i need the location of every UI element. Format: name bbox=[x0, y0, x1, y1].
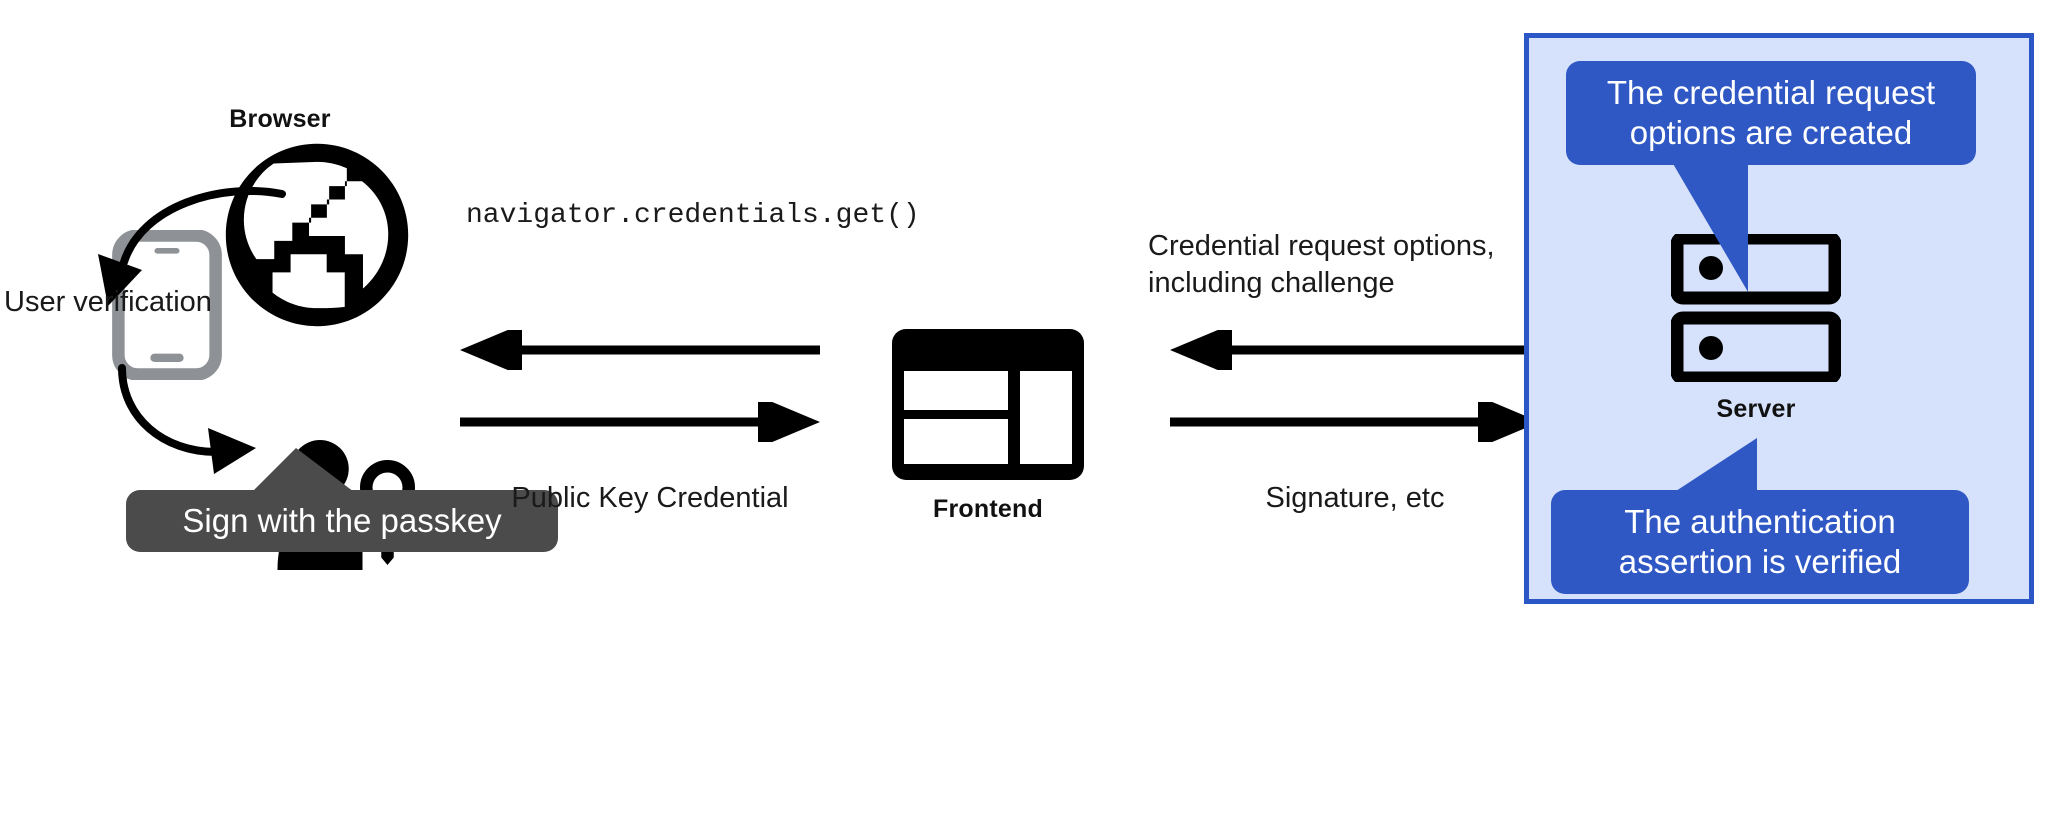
arrow-frontend-to-server bbox=[1170, 396, 1540, 448]
flow-label-signature-etc: Signature, etc bbox=[1265, 482, 1445, 514]
server-label: Server bbox=[1716, 395, 1796, 423]
globe-icon bbox=[222, 140, 412, 330]
arrow-phone-to-user bbox=[104, 356, 324, 476]
frontend-label: Frontend bbox=[933, 495, 1043, 523]
arrow-server-to-frontend bbox=[1170, 324, 1540, 376]
smartphone-icon bbox=[108, 229, 226, 381]
credential-options-bubble: The credential request options are creat… bbox=[1566, 61, 1976, 165]
sign-passkey-bubble-tail bbox=[190, 448, 370, 498]
assertion-verified-bubble: The authentication assertion is verified bbox=[1551, 490, 1969, 594]
flow-label-public-key-credential: Public Key Credential bbox=[511, 482, 789, 514]
flow-label-credential-request-options: Credential request options, including ch… bbox=[1148, 230, 1495, 300]
arrow-frontend-to-browser bbox=[460, 324, 820, 376]
credential-options-bubble-tail bbox=[1566, 162, 1786, 292]
arrow-browser-to-phone bbox=[70, 180, 300, 310]
server-rack-icon bbox=[1670, 231, 1842, 385]
flow-label-navigator-get: navigator.credentials.get() bbox=[466, 200, 920, 231]
arrow-browser-to-frontend bbox=[460, 396, 820, 448]
user-verification-label: User verification bbox=[4, 286, 212, 318]
server-panel: The credential request options are creat… bbox=[1524, 33, 2034, 604]
sign-passkey-bubble: Sign with the passkey bbox=[126, 490, 558, 552]
browser-label: Browser bbox=[229, 105, 331, 133]
dashboard-layout-icon bbox=[890, 327, 1086, 482]
